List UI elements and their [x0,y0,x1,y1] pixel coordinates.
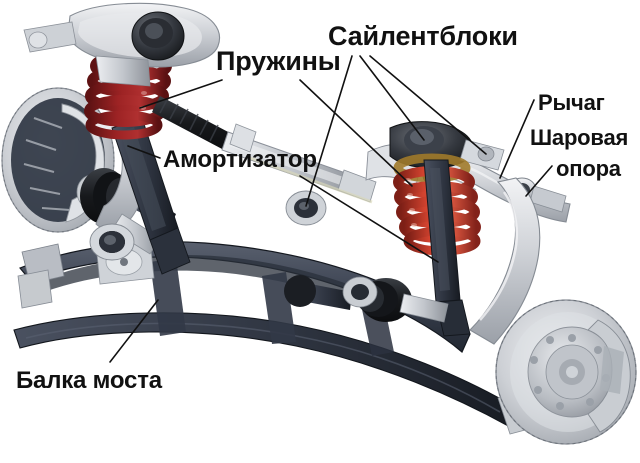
label-opora: опора [556,156,621,181]
leader-lines [109,55,553,363]
leader-pruzhiny-left [139,79,223,109]
steering-rack [152,96,377,204]
leader-sharovaya [525,165,553,197]
leader-amort-left [127,145,161,159]
bushing-mid [285,190,327,226]
bushing-lower-arm [342,276,378,308]
leader-rychag [499,99,535,179]
bushing-rear-left [89,223,135,261]
steering-knuckle-right [469,177,541,345]
brake-disc-right [495,299,637,445]
leader-pruzhiny-right [299,79,413,187]
leader-amort-right [299,175,439,263]
leader-sailent-b [359,55,425,141]
leader-balka [109,299,159,363]
leader-sailent-a [305,55,353,207]
steering-rack-boot [152,96,232,150]
leader-sailent-c [369,55,487,155]
label-amortizator: Амортизатор [163,146,317,173]
label-balka-mosta: Балка моста [16,367,162,394]
label-sharovaya: Шаровая [530,125,629,150]
label-pruzhiny: Пружины [216,46,341,76]
label-sailentbloki: Сайлентблоки [328,21,518,51]
strut-mount-left [23,2,220,87]
label-rychag: Рычаг [538,90,605,115]
